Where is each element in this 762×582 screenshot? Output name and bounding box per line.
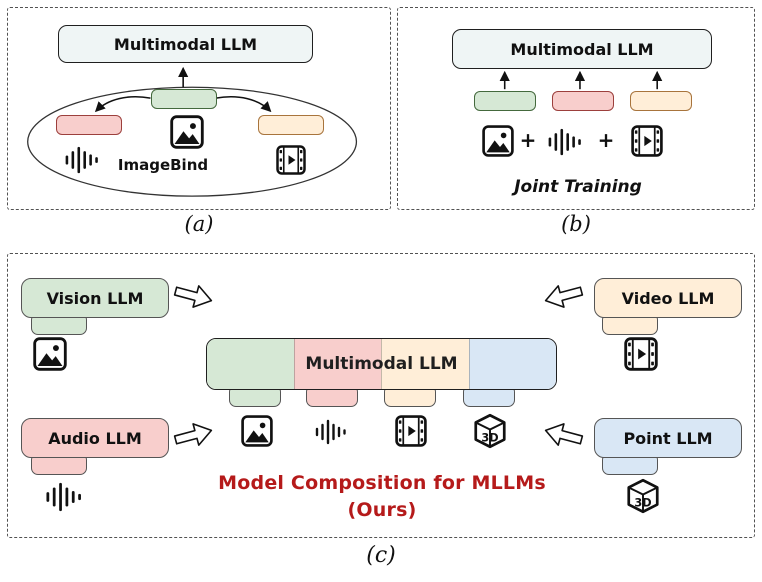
center-multimodal-llm-label: Multimodal LLM <box>305 354 458 374</box>
plus-sign: + <box>597 128 615 152</box>
image-icon <box>241 415 273 447</box>
panel-a-pink-embedding-chip <box>56 115 122 135</box>
center-multimodal-llm-box: Multimodal LLM <box>206 338 557 390</box>
panel-b-orange-embedding-chip <box>630 91 692 111</box>
image-icon <box>170 115 204 149</box>
center-segment-audio <box>293 339 381 389</box>
ours-caption-line2: (Ours) <box>347 499 417 521</box>
3d-icon: 3D <box>472 413 508 449</box>
video-icon <box>395 415 427 447</box>
audio-llm-label: Audio LLM <box>48 428 142 448</box>
joint-training-label: Joint Training <box>514 177 642 197</box>
ours-caption: Model Composition for MLLMs (Ours) <box>204 470 560 524</box>
panel-a-orange-embedding-chip <box>258 115 324 135</box>
panel-b-pink-embedding-chip <box>552 91 614 111</box>
panel-a-multimodal-llm-label: Multimodal LLM <box>113 34 258 54</box>
panel-b-multimodal-llm-label: Multimodal LLM <box>510 39 654 59</box>
imagebind-label: ImageBind <box>117 156 209 174</box>
panel-a: Multimodal LLM ImageBind <box>7 7 391 210</box>
audio-waveform-icon <box>309 419 353 445</box>
svg-text:3D: 3D <box>481 432 498 445</box>
ours-caption-line1: Model Composition for MLLMs <box>218 472 546 494</box>
video-icon <box>624 337 658 371</box>
audio-waveform-icon <box>59 146 105 174</box>
audio-waveform-icon <box>40 482 88 512</box>
panel-a-multimodal-llm-box: Multimodal LLM <box>58 25 313 63</box>
video-to-center-arrow-icon <box>539 278 586 314</box>
panel-b-multimodal-llm-box: Multimodal LLM <box>452 29 712 69</box>
center-segment-vision <box>207 339 294 389</box>
panel-b-green-embedding-chip <box>474 91 536 111</box>
panel-b: Multimodal LLM + + <box>397 7 755 210</box>
video-icon <box>276 145 306 175</box>
vision-llm-label: Vision LLM <box>46 288 144 308</box>
audio-to-center-arrow-icon <box>170 417 217 453</box>
audio-llm-box: Audio LLM <box>21 418 169 458</box>
panel-b-label: (b) <box>561 212 591 236</box>
image-icon <box>482 125 514 157</box>
audio-waveform-icon <box>542 128 588 156</box>
vision-llm-box: Vision LLM <box>21 278 169 318</box>
plus-sign: + <box>519 128 537 152</box>
panel-c-label: (c) <box>366 543 396 568</box>
video-llm-box: Video LLM <box>594 278 742 318</box>
svg-text:3D: 3D <box>634 497 651 510</box>
point-llm-box: Point LLM <box>594 418 742 458</box>
center-segment-point <box>468 339 556 389</box>
arrow-green-to-pink <box>94 95 151 113</box>
video-icon <box>631 125 663 157</box>
panel-c: Vision LLM Audio LLM Video LLM Point LLM… <box>7 253 755 538</box>
panel-b-connector-layer <box>499 70 663 90</box>
point-llm-label: Point LLM <box>623 428 713 448</box>
imagebind-ellipse <box>27 86 358 197</box>
point-to-center-arrow-icon <box>539 417 586 453</box>
vision-to-center-arrow-icon <box>170 278 217 314</box>
video-llm-label: Video LLM <box>621 288 715 308</box>
arrow-green-to-orange <box>215 95 272 113</box>
image-icon <box>33 337 67 371</box>
3d-icon: 3D <box>625 478 661 514</box>
panel-a-green-embedding-chip <box>151 89 217 109</box>
panel-a-label: (a) <box>184 212 214 236</box>
center-segment-video <box>381 339 469 389</box>
panel-a-connector-layer <box>27 66 358 197</box>
